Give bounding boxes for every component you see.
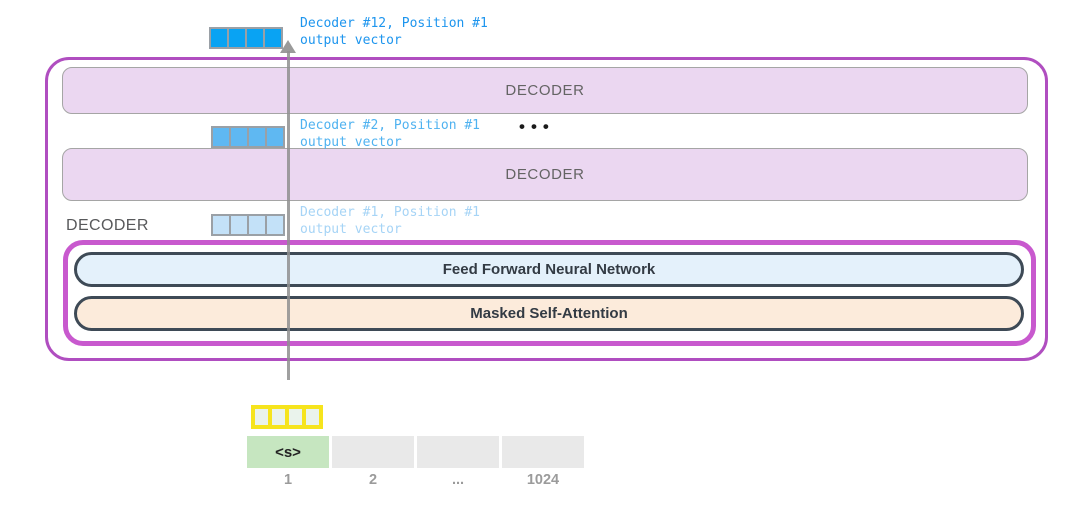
token-cell: [332, 436, 414, 468]
vector-cell: [289, 409, 302, 425]
token-cell: [502, 436, 584, 468]
token-cell: [417, 436, 499, 468]
output-vector-decoder-12: [209, 27, 283, 49]
feed-forward-pill: Feed Forward Neural Network: [74, 252, 1024, 287]
masked-self-attention-label: Masked Self-Attention: [470, 305, 628, 322]
decoder-side-label: DECODER: [66, 217, 149, 234]
decoder-block-mid: DECODER: [62, 148, 1028, 201]
vector-cell: [213, 128, 229, 146]
input-embedding-vector: [251, 405, 323, 429]
vector-cell: [231, 128, 247, 146]
vector-cell: [267, 216, 283, 234]
label-line: Decoder #2, Position #1: [300, 118, 481, 133]
output-label-decoder-12: Decoder #12, Position #1 output vector: [300, 16, 488, 49]
decoder-block-label: DECODER: [505, 166, 585, 183]
vector-cell: [229, 29, 245, 47]
output-label-decoder-1: Decoder #1, Position #1 output vector: [300, 205, 480, 238]
label-line: Decoder #12, Position #1: [300, 16, 488, 31]
label-line: output vector: [300, 221, 402, 237]
masked-self-attention-pill: Masked Self-Attention: [74, 296, 1024, 331]
vector-cell: [231, 216, 247, 234]
output-label-decoder-2: Decoder #2, Position #1 output vector: [300, 118, 480, 151]
vector-cell: [272, 409, 285, 425]
decoder-block-top: DECODER: [62, 67, 1028, 114]
vector-cell: [247, 29, 263, 47]
label-line: Decoder #1, Position #1: [300, 205, 481, 220]
feed-forward-label: Feed Forward Neural Network: [442, 261, 656, 278]
vector-cell: [249, 128, 265, 146]
vector-cell: [306, 409, 319, 425]
label-line: output vector: [300, 32, 402, 48]
position-label: 2: [368, 472, 378, 488]
ellipsis-dots: •••: [519, 117, 555, 136]
arrow-up-icon: [280, 40, 296, 53]
token-row: <s>: [247, 436, 584, 468]
output-vector-decoder-1: [211, 214, 285, 236]
position-label: 1024: [526, 472, 560, 488]
vector-cell: [213, 216, 229, 234]
vector-cell: [265, 29, 281, 47]
flow-arrow-line: [287, 51, 290, 380]
vector-cell: [267, 128, 283, 146]
position-label-row: 1 2 ... 1024: [247, 472, 584, 488]
vector-cell: [249, 216, 265, 234]
vector-cell: [255, 409, 268, 425]
token-cell-start: <s>: [247, 436, 329, 468]
position-label: ...: [451, 472, 465, 488]
position-label: 1: [283, 472, 293, 488]
decoder-block-label: DECODER: [505, 82, 585, 99]
label-line: output vector: [300, 134, 402, 150]
output-vector-decoder-2: [211, 126, 285, 148]
vector-cell: [211, 29, 227, 47]
